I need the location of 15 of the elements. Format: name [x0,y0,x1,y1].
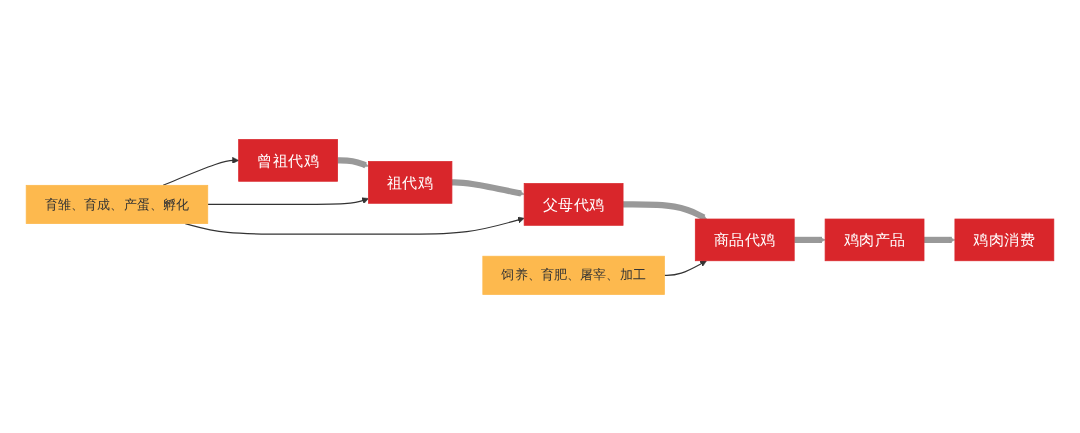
arrow [207,197,369,205]
arrow [793,236,826,243]
node-box: 商品代鸡 [694,218,795,261]
node-box: 鸡肉消费 [954,218,1055,261]
node-box: 鸡肉产品 [824,218,925,261]
arrow [451,178,525,197]
arrow [663,259,707,276]
node-box: 饲养、育肥、屠宰、加工 [482,255,665,295]
node-box: 祖代鸡 [368,160,453,204]
node-box: 曾祖代鸡 [238,138,338,182]
arrow [337,156,369,168]
arrow [923,236,956,243]
node-box: 父母代鸡 [523,182,624,226]
arrow [623,200,707,220]
node-box: 育雏、育成、产蛋、孵化 [25,184,209,224]
